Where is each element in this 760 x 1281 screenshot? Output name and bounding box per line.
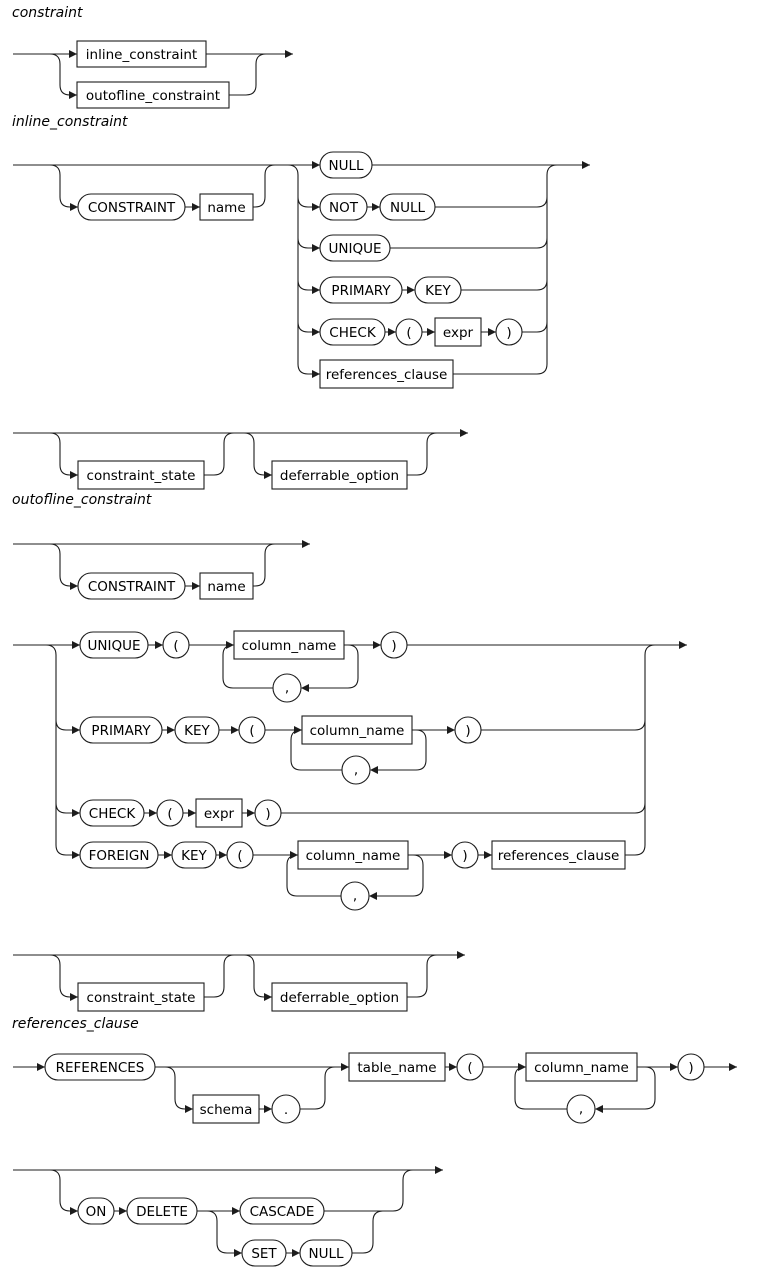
nonterminal-inline-constraint-label: inline_constraint bbox=[86, 47, 197, 63]
nonterminal-name-label: name bbox=[207, 579, 245, 595]
nonterminal-column-name bbox=[525, 1052, 638, 1082]
terminal-rparen-label: ) bbox=[462, 848, 467, 864]
nonterminal-schema-label: schema bbox=[200, 1102, 253, 1118]
terminal-lparen-label: ( bbox=[467, 1060, 472, 1076]
terminal-rparen-label: ) bbox=[506, 325, 511, 341]
terminal-rparen-label: ) bbox=[465, 723, 470, 739]
wires bbox=[13, 53, 293, 96]
diagram-inline-constraint: inline_constraint CONSTRAINT name NULL N… bbox=[12, 114, 590, 389]
terminal-lparen-label: ( bbox=[167, 806, 172, 822]
terminal-primary-label: PRIMARY bbox=[91, 723, 151, 739]
nonterminal-expr-label: expr bbox=[204, 806, 235, 822]
nonterminal-references-clause bbox=[319, 359, 454, 389]
terminal-unique-label: UNIQUE bbox=[88, 638, 141, 654]
nonterminal-expr bbox=[195, 798, 243, 828]
nonterminal-constraint-state bbox=[77, 982, 205, 1012]
terminal-unique-label: UNIQUE bbox=[329, 241, 382, 257]
diagram-references-clause: references_clause REFERENCES schema . ta… bbox=[12, 1016, 737, 1124]
terminal-key-label: KEY bbox=[181, 848, 207, 864]
nonterminal-name bbox=[199, 193, 254, 221]
terminal-cascade-label: CASCADE bbox=[250, 1204, 315, 1220]
nonterminal-constraint-state-label: constraint_state bbox=[87, 468, 196, 484]
diagram-title-constraint: constraint bbox=[12, 5, 83, 21]
terminal-foreign-label: FOREIGN bbox=[89, 848, 150, 864]
nonterminal-outofline-constraint-label: outofline_constraint bbox=[86, 88, 220, 104]
nonterminal-inline-constraint bbox=[76, 40, 207, 68]
wires bbox=[13, 954, 465, 998]
terminal-not-label: NOT bbox=[329, 200, 359, 216]
nonterminal-deferrable-option-label: deferrable_option bbox=[280, 468, 399, 484]
wires bbox=[13, 432, 468, 476]
nonterminal-table-name-label: table_name bbox=[357, 1060, 436, 1076]
nonterminal-outofline-constraint bbox=[76, 81, 230, 109]
nonterminal-references-clause-label: references_clause bbox=[498, 848, 620, 864]
terminal-constraint-label: CONSTRAINT bbox=[88, 200, 176, 216]
nonterminal-column-name-label: column_name bbox=[242, 638, 337, 654]
terminal-set-label: SET bbox=[251, 1246, 277, 1262]
nonterminal-column-name bbox=[233, 630, 345, 660]
nonterminal-expr bbox=[434, 317, 482, 347]
terminal-comma-label: , bbox=[579, 1101, 583, 1117]
terminal-not-null-label: NULL bbox=[390, 200, 426, 216]
diagram-title-references-clause: references_clause bbox=[12, 1016, 139, 1032]
terminal-lparen-label: ( bbox=[406, 325, 411, 341]
terminal-constraint-label: CONSTRAINT bbox=[88, 579, 176, 595]
terminal-lparen-label: ( bbox=[249, 723, 254, 739]
nonterminal-schema bbox=[192, 1094, 260, 1124]
nonterminal-deferrable-option bbox=[271, 460, 408, 490]
terminal-null-label: NULL bbox=[308, 1246, 344, 1262]
terminal-comma-label: , bbox=[353, 888, 357, 904]
wires bbox=[13, 543, 310, 587]
terminal-rparen-label: ) bbox=[688, 1060, 693, 1076]
terminal-rparen-label: ) bbox=[265, 806, 270, 822]
nonterminal-column-name bbox=[297, 840, 409, 870]
nonterminal-expr-label: expr bbox=[443, 325, 474, 341]
terminal-lparen-label: ( bbox=[173, 638, 178, 654]
terminal-comma-label: , bbox=[285, 680, 289, 696]
diagram-constraint: constraint inline_constraint outofline_c… bbox=[12, 5, 293, 109]
diagram-outofline-state: constraint_state deferrable_option bbox=[13, 951, 465, 1012]
nonterminal-deferrable-option-label: deferrable_option bbox=[280, 990, 399, 1006]
diagram-inline-state: constraint_state deferrable_option bbox=[13, 429, 468, 490]
nonterminal-column-name bbox=[301, 715, 413, 745]
terminal-rparen-label: ) bbox=[391, 638, 396, 654]
nonterminal-column-name-label: column_name bbox=[310, 723, 405, 739]
terminal-on-label: ON bbox=[86, 1204, 107, 1220]
terminal-dot-label: . bbox=[284, 1102, 288, 1118]
terminal-comma-label: , bbox=[354, 762, 358, 778]
terminal-primary-label: PRIMARY bbox=[331, 283, 391, 299]
nonterminal-column-name-label: column_name bbox=[534, 1060, 629, 1076]
terminal-key-label: KEY bbox=[425, 283, 451, 299]
terminal-key-label: KEY bbox=[184, 723, 210, 739]
nonterminal-constraint-state bbox=[77, 460, 205, 490]
diagram-outofline-constraint-header: outofline_constraint CONSTRAINT name bbox=[12, 492, 310, 600]
nonterminal-column-name-label: column_name bbox=[306, 848, 401, 864]
diagram-outofline-constraint-body: UNIQUE ( column_name , ) PRIMARY KEY ( c… bbox=[13, 630, 687, 911]
terminal-check-label: CHECK bbox=[329, 325, 377, 341]
terminal-delete-label: DELETE bbox=[136, 1204, 188, 1220]
diagram-title-inline-constraint: inline_constraint bbox=[12, 114, 128, 130]
diagram-on-delete: ON DELETE CASCADE SET NULL bbox=[13, 1166, 443, 1267]
terminal-check-label: CHECK bbox=[89, 806, 137, 822]
terminal-null-label: NULL bbox=[328, 158, 364, 174]
terminal-references-label: REFERENCES bbox=[56, 1060, 145, 1076]
nonterminal-name-label: name bbox=[207, 200, 245, 216]
nonterminal-references-clause-label: references_clause bbox=[326, 367, 448, 383]
nonterminal-constraint-state-label: constraint_state bbox=[87, 990, 196, 1006]
diagram-title-outofline-constraint: outofline_constraint bbox=[12, 492, 152, 508]
terminal-lparen-label: ( bbox=[237, 848, 242, 864]
nonterminal-name bbox=[199, 572, 254, 600]
